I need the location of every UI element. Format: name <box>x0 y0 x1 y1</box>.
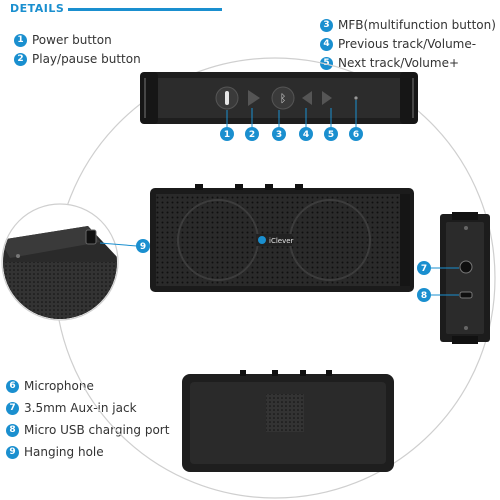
next-track-icon <box>322 91 332 105</box>
legend-item-mfb: 3 MFB(multifunction button) <box>320 18 496 32</box>
callout-badge-5: 5 <box>324 127 338 141</box>
svg-text:7: 7 <box>421 264 427 274</box>
legend-label: Microphone <box>24 379 94 393</box>
svg-text:6: 6 <box>353 130 359 140</box>
side-ports-detail <box>440 212 490 344</box>
callout-badge-3: 3 <box>272 127 286 141</box>
svg-text:4: 4 <box>303 130 309 140</box>
legend-number-badge: 1 <box>14 33 27 47</box>
legend-item-aux-jack: 7 3.5mm Aux-in jack <box>6 401 137 415</box>
callout-badge-6: 6 <box>349 127 363 141</box>
usb-port-icon <box>459 291 473 299</box>
bluetooth-mfb-icon: ᛒ <box>271 86 295 110</box>
callout-badge-1: 1 <box>220 127 234 141</box>
legend-item-previous-track: 4 Previous track/Volume- <box>320 37 476 51</box>
svg-text:5: 5 <box>328 130 334 140</box>
play-pause-icon <box>248 90 260 106</box>
legend-label: 3.5mm Aux-in jack <box>24 401 137 415</box>
legend-item-play-pause: 2 Play/pause button <box>14 52 141 66</box>
svg-text:9: 9 <box>140 242 146 252</box>
callout-badge-4: 4 <box>299 127 313 141</box>
previous-track-icon <box>302 91 312 105</box>
legend-label: Previous track/Volume- <box>338 37 477 51</box>
callout-badge-7: 7 <box>417 261 431 275</box>
callout-badge-2: 2 <box>245 127 259 141</box>
svg-text:3: 3 <box>276 130 282 140</box>
legend-number-badge: 8 <box>6 423 19 437</box>
legend-number-badge: 6 <box>6 379 19 393</box>
legend-label: Play/pause button <box>32 52 141 66</box>
legend-number-badge: 2 <box>14 52 27 66</box>
legend-item-microphone: 6 Microphone <box>6 379 94 393</box>
brand-logo-icon <box>258 236 266 244</box>
legend-number-badge: 9 <box>6 445 19 459</box>
legend-item-usb-port: 8 Micro USB charging port <box>6 423 169 437</box>
header-underline <box>62 8 222 11</box>
legend-label: Next track/Volume+ <box>338 56 460 70</box>
legend-item-hanging-hole: 9 Hanging hole <box>6 445 104 459</box>
callout-badge-9: 9 <box>136 239 150 253</box>
legend-label: MFB(multifunction button) <box>338 18 496 32</box>
legend-item-power: 1 Power button <box>14 33 112 47</box>
section-title: DETAILS <box>6 2 69 15</box>
power-button-icon <box>215 86 239 110</box>
legend-number-badge: 5 <box>320 56 333 70</box>
svg-text:2: 2 <box>249 130 255 140</box>
svg-text:8: 8 <box>421 291 427 301</box>
microphone-hole-icon <box>354 96 358 100</box>
aux-jack-icon <box>459 260 473 274</box>
svg-text:1: 1 <box>224 130 230 140</box>
legend-label: Power button <box>32 33 112 47</box>
brand-logo-text: iClever <box>269 237 294 245</box>
legend-label: Micro USB charging port <box>24 423 170 437</box>
legend-number-badge: 4 <box>320 37 333 51</box>
legend-item-next-track: 5 Next track/Volume+ <box>320 56 459 70</box>
legend-label: Hanging hole <box>24 445 104 459</box>
hanging-hole-detail <box>1 203 119 321</box>
speaker-back-view <box>182 370 394 472</box>
svg-text:ᛒ: ᛒ <box>280 92 287 105</box>
speaker-front-view: iClever <box>150 184 414 292</box>
legend-number-badge: 7 <box>6 401 19 415</box>
callout-badge-8: 8 <box>417 288 431 302</box>
legend-number-badge: 3 <box>320 18 333 32</box>
